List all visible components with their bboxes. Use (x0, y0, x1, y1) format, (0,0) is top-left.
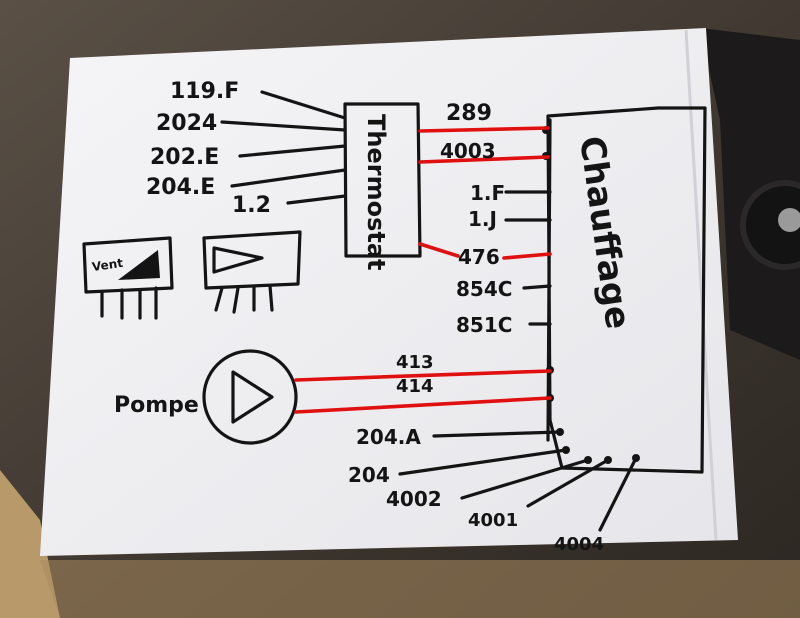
label-vent: Vent (91, 256, 124, 274)
wire-119F (260, 90, 347, 120)
junction-dot (584, 456, 592, 464)
label-204: 204 (348, 463, 390, 487)
wood-edge (0, 470, 60, 618)
red-wire-289 (418, 126, 550, 133)
wire-4004 (598, 456, 638, 532)
chauffage-box (546, 106, 707, 474)
label-1F: 1.F (470, 181, 505, 205)
junction-dot (556, 428, 564, 436)
label-4001: 4001 (468, 510, 518, 531)
label-119F: 119.F (170, 79, 239, 104)
label-414: 414 (396, 376, 434, 397)
wire-204E (230, 168, 347, 188)
wire-204 (398, 448, 568, 476)
wire-204A (432, 430, 562, 438)
wire-12 (286, 194, 347, 205)
label-854C: 854C (456, 277, 512, 301)
label-thermostat: Thermostat (362, 114, 390, 271)
red-wire-476-b (502, 252, 552, 260)
wire-854C (522, 284, 552, 290)
pump-circle (202, 349, 298, 445)
junction-dot (632, 454, 640, 462)
thermostat-box (343, 102, 422, 258)
wire-4002 (460, 458, 590, 500)
red-wire-413 (294, 369, 552, 382)
pump-triangle-icon (231, 370, 274, 424)
red-wire-4003 (418, 155, 550, 164)
label-202E: 202.E (150, 145, 219, 170)
label-204E: 204.E (146, 175, 215, 200)
dark-object-ring (740, 180, 800, 270)
label-476: 476 (458, 245, 500, 269)
paper-fold (684, 29, 718, 541)
vent-symbol-2-legs (214, 284, 274, 314)
label-4002: 4002 (386, 487, 442, 511)
junction-dot (604, 456, 612, 464)
wire-202E (238, 144, 347, 158)
label-4004: 4004 (554, 534, 604, 555)
junction-dot (562, 446, 570, 454)
label-4003: 4003 (440, 139, 496, 163)
wire-4001 (526, 458, 610, 508)
label-12: 1.2 (232, 193, 271, 218)
screw (778, 208, 800, 232)
vent-symbol-2 (202, 230, 302, 290)
label-851C: 851C (456, 313, 512, 337)
vent-symbol-1 (82, 236, 174, 294)
bottom-surface (40, 560, 800, 618)
vent-symbol-1-legs (100, 286, 158, 320)
vent-symbol-1-ramp (118, 250, 160, 280)
dark-object (700, 28, 800, 360)
vent-symbol-2-triangle (212, 246, 264, 274)
label-1J: 1.J (468, 207, 497, 231)
red-wire-476-a (418, 242, 460, 258)
label-pompe: Pompe (114, 393, 199, 418)
red-wire-414 (294, 396, 552, 414)
label-413: 413 (396, 352, 434, 373)
chauffage-inner-edge (546, 118, 552, 442)
label-204A: 204.A (356, 425, 421, 449)
wire-2024 (220, 120, 347, 132)
label-289: 289 (446, 101, 492, 126)
label-2024: 2024 (156, 111, 217, 136)
